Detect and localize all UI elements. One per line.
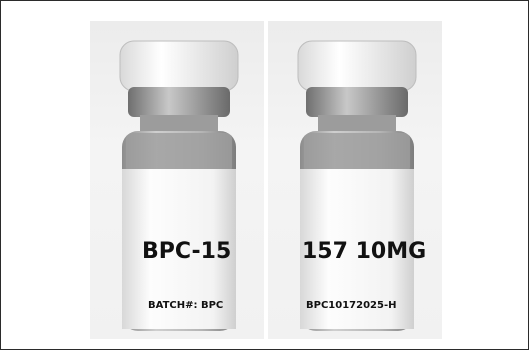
vial-left-batch-text: BATCH#: BPC xyxy=(148,300,223,311)
vial-right-main-text: 157 10MG xyxy=(302,239,426,264)
vial-cap xyxy=(119,40,239,92)
vial-neck xyxy=(318,115,396,135)
vial-photo-right: 157 10MG BPC10172025-H xyxy=(268,21,442,339)
vial-label xyxy=(300,169,414,329)
vial-photo-left: BPC-15 BATCH#: BPC xyxy=(90,21,264,339)
vial-right-illustration: 157 10MG BPC10172025-H xyxy=(297,40,426,331)
vial-right-batch-text: BPC10172025-H xyxy=(306,300,396,311)
vial-left-illustration: BPC-15 BATCH#: BPC xyxy=(119,40,239,331)
vial-neck xyxy=(140,115,218,135)
vial-left-main-text: BPC-15 xyxy=(142,239,231,264)
vial-crimp xyxy=(306,87,408,117)
vial-crimp xyxy=(128,87,230,117)
vial-powder xyxy=(304,133,410,173)
vial-label xyxy=(122,169,236,329)
vial-cap xyxy=(297,40,417,92)
vial-powder xyxy=(126,133,232,173)
